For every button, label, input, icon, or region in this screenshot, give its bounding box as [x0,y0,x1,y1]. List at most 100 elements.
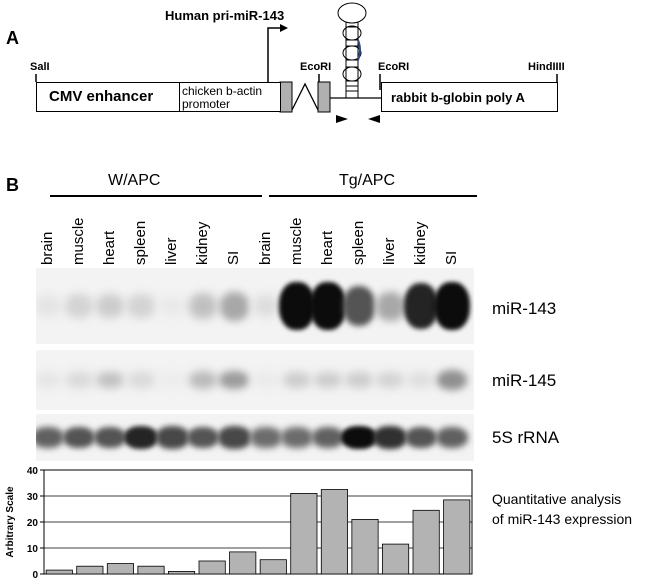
blot-label-5srrna: 5S rRNA [492,428,560,447]
blot-band [65,372,93,388]
blot-band [155,426,189,449]
blot-band [127,372,155,388]
lane-label: heart [101,230,118,265]
blot-band [314,371,342,389]
bar [412,509,440,575]
y-tick-label: 20 [27,518,39,529]
blot-band [342,286,376,326]
blot-band [436,426,468,449]
blot-band [252,372,280,388]
blot-band [250,426,282,449]
lane-label: muscle [70,217,87,265]
blot-band [281,426,313,449]
blot-band [373,426,407,449]
blot-band [217,426,251,449]
blot-band [312,426,344,449]
blot-band [36,372,62,388]
bar [351,519,379,575]
blot-label-mir145: miR-145 [492,371,557,390]
blot-band [219,291,249,321]
lane-label: brain [257,231,274,265]
bar [137,565,165,575]
blot-band [36,426,64,449]
bar [76,565,104,575]
bar [106,563,134,575]
blot-band [62,426,96,449]
bar [45,569,73,575]
hindiii-site: HindIIII [528,61,565,73]
blot-mir143 [36,268,474,344]
lane-label: kidney [412,221,429,265]
lane-label: liver [381,237,398,265]
construct-map [35,2,558,123]
group-line-wapc [50,195,262,197]
ecori-site-1: EcoRI [300,61,332,73]
blot-band [188,371,218,389]
bar [320,489,348,575]
blot-band [123,425,159,450]
blot-band [189,293,217,319]
group-line-tgapc [269,195,477,197]
lane-label: muscle [288,217,305,265]
blot-band [375,291,405,321]
bar [443,499,471,575]
y-tick-label: 10 [27,544,39,555]
blot-band [407,372,435,388]
blot-band [403,283,439,329]
bar [168,571,196,575]
chart-caption-line2: of miR-143 expression [492,511,633,527]
panel-b-label: B [6,175,19,195]
lane-label: SI [443,250,460,265]
group-label-tgapc: Tg/APC [339,172,396,189]
blot-band [404,426,438,449]
y-tick-label: 40 [27,466,39,477]
blot-band [36,295,62,317]
sali-site: SalI [30,61,50,73]
blot-band [65,294,93,318]
actin-promoter-box: chicken b-actin promoter [179,82,281,112]
blot-band [96,293,124,319]
y-axis-label: Arbitrary Scale [5,486,16,558]
blot-band [345,371,373,389]
bar [259,559,287,575]
blot-band [252,294,280,318]
bar [382,543,410,575]
blot-mir145 [36,350,474,410]
globin-polya-box: rabbit b-globin poly A [381,82,558,112]
blot-band [376,372,404,388]
blot-band [96,371,124,389]
group-label-wapc: W/APC [108,172,161,189]
y-tick-label: 30 [27,492,39,503]
chart-caption-line1: Quantitative analysis [492,491,622,507]
blot-band [158,372,186,388]
lane-label: brain [39,231,56,265]
lane-label: spleen [350,220,367,265]
blot-band [279,281,315,331]
ecori-site-2: EcoRI [378,61,410,73]
actin-label-line1: chicken b-actin [182,84,263,98]
blot-band [437,370,467,390]
blot-label-mir143: miR-143 [492,299,557,318]
cmv-enhancer-label: CMV enhancer [49,88,154,105]
actin-label-line2: promoter [182,97,231,111]
bar [198,560,226,575]
cmv-enhancer-box: CMV enhancer [36,82,181,112]
blot-band [219,370,249,390]
globin-label: rabbit b-globin poly A [391,90,525,105]
bar [290,492,318,575]
lane-label: heart [319,230,336,265]
blot-band [158,295,186,317]
lane-label: kidney [194,221,211,265]
bar [229,551,257,575]
blot-band [93,426,127,449]
blot-5srrna [36,414,474,461]
blot-band [127,294,155,318]
blot-band [186,426,220,449]
blot-band [341,425,377,450]
lane-label: spleen [132,220,149,265]
blot-band [434,281,470,331]
blot-band [310,281,346,331]
blot-band [283,371,311,389]
promoter-title: Human pri-miR-143 [165,8,285,23]
